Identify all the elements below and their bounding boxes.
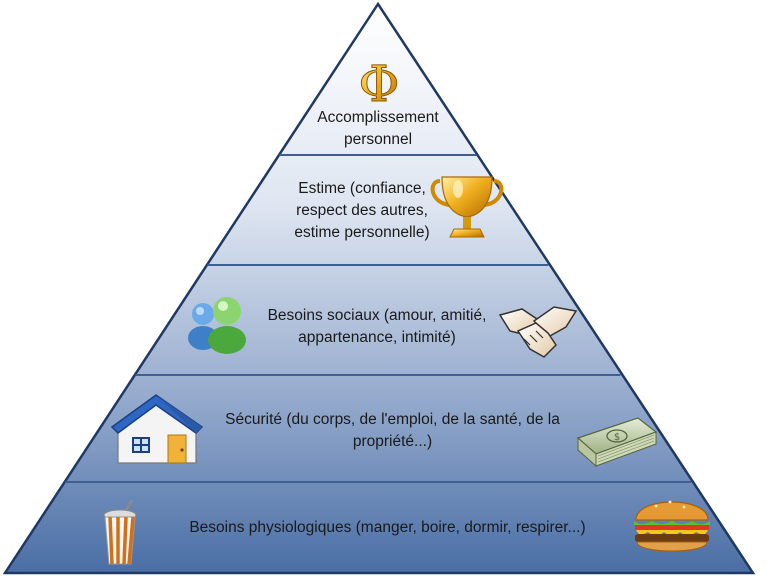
level-sociaux-line-2: appartenance, intimité) <box>298 329 456 346</box>
handshake-icon <box>498 306 578 358</box>
burger-icon <box>634 500 710 552</box>
level-accomplissement-line-1: Accomplissement <box>317 109 439 126</box>
people-icon <box>188 297 246 354</box>
money-icon: $ <box>576 417 658 468</box>
trophy-icon <box>430 176 504 238</box>
level-sociaux-label: Besoins sociaux (amour, amitié, apparten… <box>232 305 522 349</box>
level-estime-line-1: Estime (confiance, <box>298 180 426 197</box>
svg-text:Φ: Φ <box>359 55 400 113</box>
level-securite-line-2: propriété...) <box>352 433 433 450</box>
drink-cup-icon <box>103 499 137 565</box>
level-sociaux-line-1: Besoins sociaux (amour, amitié, <box>267 307 487 324</box>
level-accomplissement-label: Accomplissement personnel <box>278 107 478 151</box>
level-physiologiques-line-1: Besoins physiologiques (manger, boire, d… <box>189 519 586 536</box>
level-physiologiques-label: Besoins physiologiques (manger, boire, d… <box>155 517 620 539</box>
level-securite-line-1: Sécurité (du corps, de l'emploi, de la s… <box>225 411 560 428</box>
level-estime-label: Estime (confiance, respect des autres, e… <box>262 178 462 244</box>
level-estime-line-3: estime personnelle) <box>294 224 430 241</box>
svg-text:$: $ <box>614 432 620 443</box>
house-icon <box>110 394 204 464</box>
level-estime-line-2: respect des autres, <box>296 202 428 219</box>
phi-icon: Φ <box>358 55 400 114</box>
level-securite-label: Sécurité (du corps, de l'emploi, de la s… <box>195 409 590 453</box>
level-accomplissement-line-2: personnel <box>343 131 413 148</box>
